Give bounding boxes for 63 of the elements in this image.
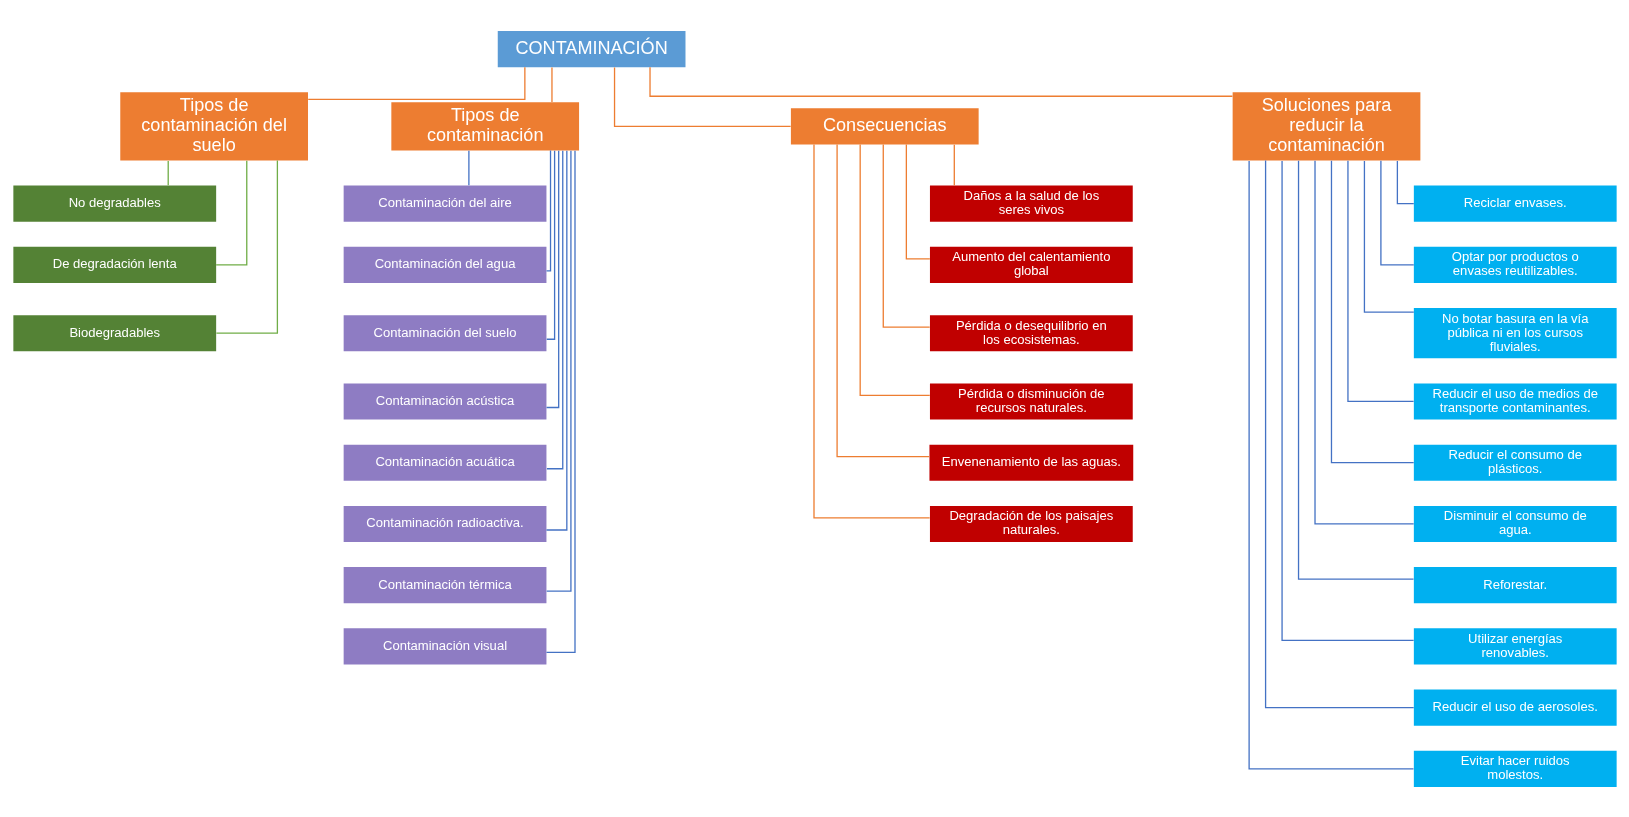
connector — [1363, 159, 1414, 313]
connector — [812, 143, 930, 519]
connector — [545, 149, 572, 592]
node-box: Contaminación del agua — [343, 246, 546, 283]
node-box: De degradación lenta — [12, 246, 216, 283]
connector — [835, 143, 930, 457]
connector — [545, 149, 563, 469]
node-box: Degradación de los paisajes naturales. — [929, 505, 1133, 542]
node-box: Contaminación térmica — [343, 566, 546, 603]
connector — [882, 143, 930, 328]
connector — [167, 159, 169, 186]
node-box: Reducir el uso de medios de transporte contaminantes. — [1413, 382, 1617, 420]
node-box: Pérdida o desequilibrio en los ecosistemas. — [929, 314, 1133, 351]
connector — [545, 149, 551, 272]
node-box: Daños a la salud de los seres vivos — [929, 185, 1133, 222]
node-box: Aumento del calentamiento global — [929, 246, 1133, 283]
node-box: Contaminación del suelo — [343, 314, 546, 351]
connector — [1280, 159, 1414, 641]
connector — [859, 143, 930, 396]
connector — [1330, 159, 1414, 463]
node-box: Consecuencias — [790, 107, 979, 144]
connector — [215, 159, 278, 334]
connector — [1297, 159, 1414, 580]
node-box: Contaminación visual — [343, 627, 546, 664]
connector — [545, 149, 576, 653]
connector — [545, 149, 559, 408]
node-box: Biodegradables — [12, 314, 216, 351]
connector — [215, 159, 247, 266]
node-box: Reducir el uso de aerosoles. — [1413, 689, 1617, 726]
node-box: Evitar hacer ruidos molestos. — [1413, 750, 1617, 787]
connector — [1264, 159, 1414, 708]
node-box: Contaminación acústica — [343, 382, 546, 420]
connector — [1313, 159, 1414, 525]
node-box: Reducir el consumo de plásticos. — [1413, 444, 1617, 481]
node-box: Soluciones para reducir la contaminación — [1232, 91, 1420, 160]
node-box: Reciclar envases. — [1413, 185, 1617, 222]
node-box: No degradables — [12, 185, 216, 222]
connector — [953, 143, 955, 186]
connector — [648, 66, 1233, 97]
node-box: Envenenamiento de las aguas. — [928, 444, 1133, 481]
node-box: Tipos de contaminación del suelo — [119, 91, 308, 160]
connector — [545, 149, 567, 531]
node-box: Optar por productos o envases reutilizables. — [1413, 246, 1617, 283]
node-box: Utilizar energías renovables. — [1413, 627, 1617, 664]
connector — [467, 149, 470, 186]
connector — [613, 66, 791, 127]
connector — [307, 66, 525, 100]
connector — [1379, 159, 1414, 266]
connector — [550, 66, 553, 103]
node-box: Contaminación del aire — [343, 185, 546, 222]
node-box: Disminuir el consumo de agua. — [1413, 505, 1617, 542]
connector — [905, 143, 931, 260]
node-box: CONTAMINACIÓN — [497, 30, 685, 67]
connector — [1396, 159, 1414, 204]
node-box: No botar basura en la vía pública ni en los cursos fluviales. — [1413, 307, 1617, 358]
connector — [545, 149, 555, 340]
node-box: Tipos de contaminación — [390, 101, 579, 150]
connector — [1346, 159, 1414, 402]
node-box: Reforestar. — [1413, 566, 1617, 603]
node-box: Contaminación radioactiva. — [343, 505, 546, 542]
node-box: Contaminación acuática — [343, 444, 546, 481]
connector — [1247, 159, 1414, 770]
node-box: Pérdida o disminución de recursos naturales. — [929, 382, 1133, 420]
